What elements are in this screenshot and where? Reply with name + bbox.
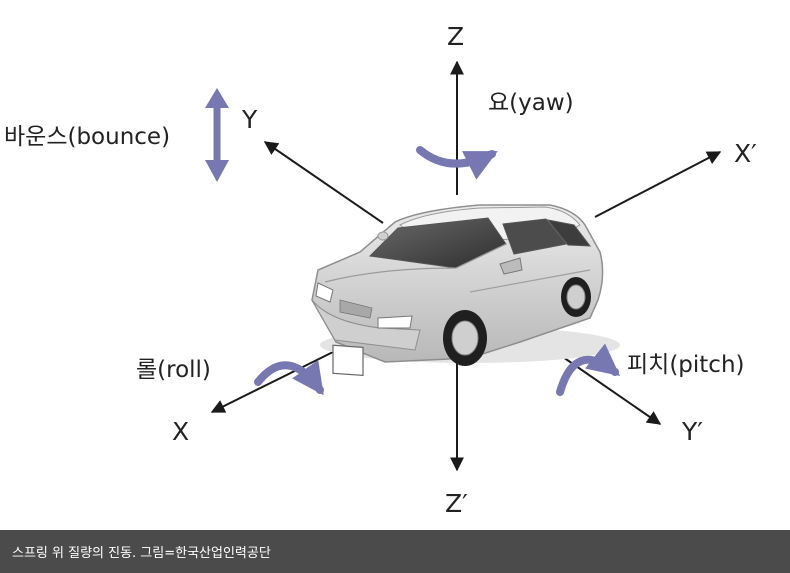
y-axis-arrow	[263, 141, 384, 224]
x-prime-axis-label: X′	[734, 139, 757, 168]
figure-caption: 스프링 위 질량의 진동. 그림=한국산업인력공단	[12, 546, 271, 561]
z-axis-label: Z	[447, 22, 464, 51]
y-prime-axis-label: Y′	[681, 417, 703, 446]
x-axis-arrow	[210, 349, 338, 413]
car-illustration	[311, 204, 620, 377]
bounce-label: 바운스(bounce)	[4, 124, 170, 150]
roll-rotation-arrow	[254, 359, 324, 396]
roll-label: 롤(roll)	[136, 357, 211, 383]
x-axis-label: X	[172, 417, 189, 446]
y-prime-axis-arrow	[546, 345, 662, 425]
yaw-rotation-arrow	[416, 146, 498, 180]
pitch-rotation-arrow	[556, 343, 620, 396]
vehicle-motion-diagram: Z Z′ X′ Y X Y′ 요(yaw) 바운스(bounce) 롤(roll…	[4, 22, 757, 518]
pitch-label: 피치(pitch)	[627, 352, 745, 378]
yaw-label: 요(yaw)	[488, 90, 574, 116]
z-prime-axis-label: Z′	[445, 489, 468, 518]
x-prime-axis-arrow	[594, 151, 722, 218]
y-axis-label: Y	[241, 105, 258, 134]
bounce-double-arrow	[205, 88, 229, 182]
caption-bar: 스프링 위 질량의 진동. 그림=한국산업인력공단	[0, 530, 790, 573]
